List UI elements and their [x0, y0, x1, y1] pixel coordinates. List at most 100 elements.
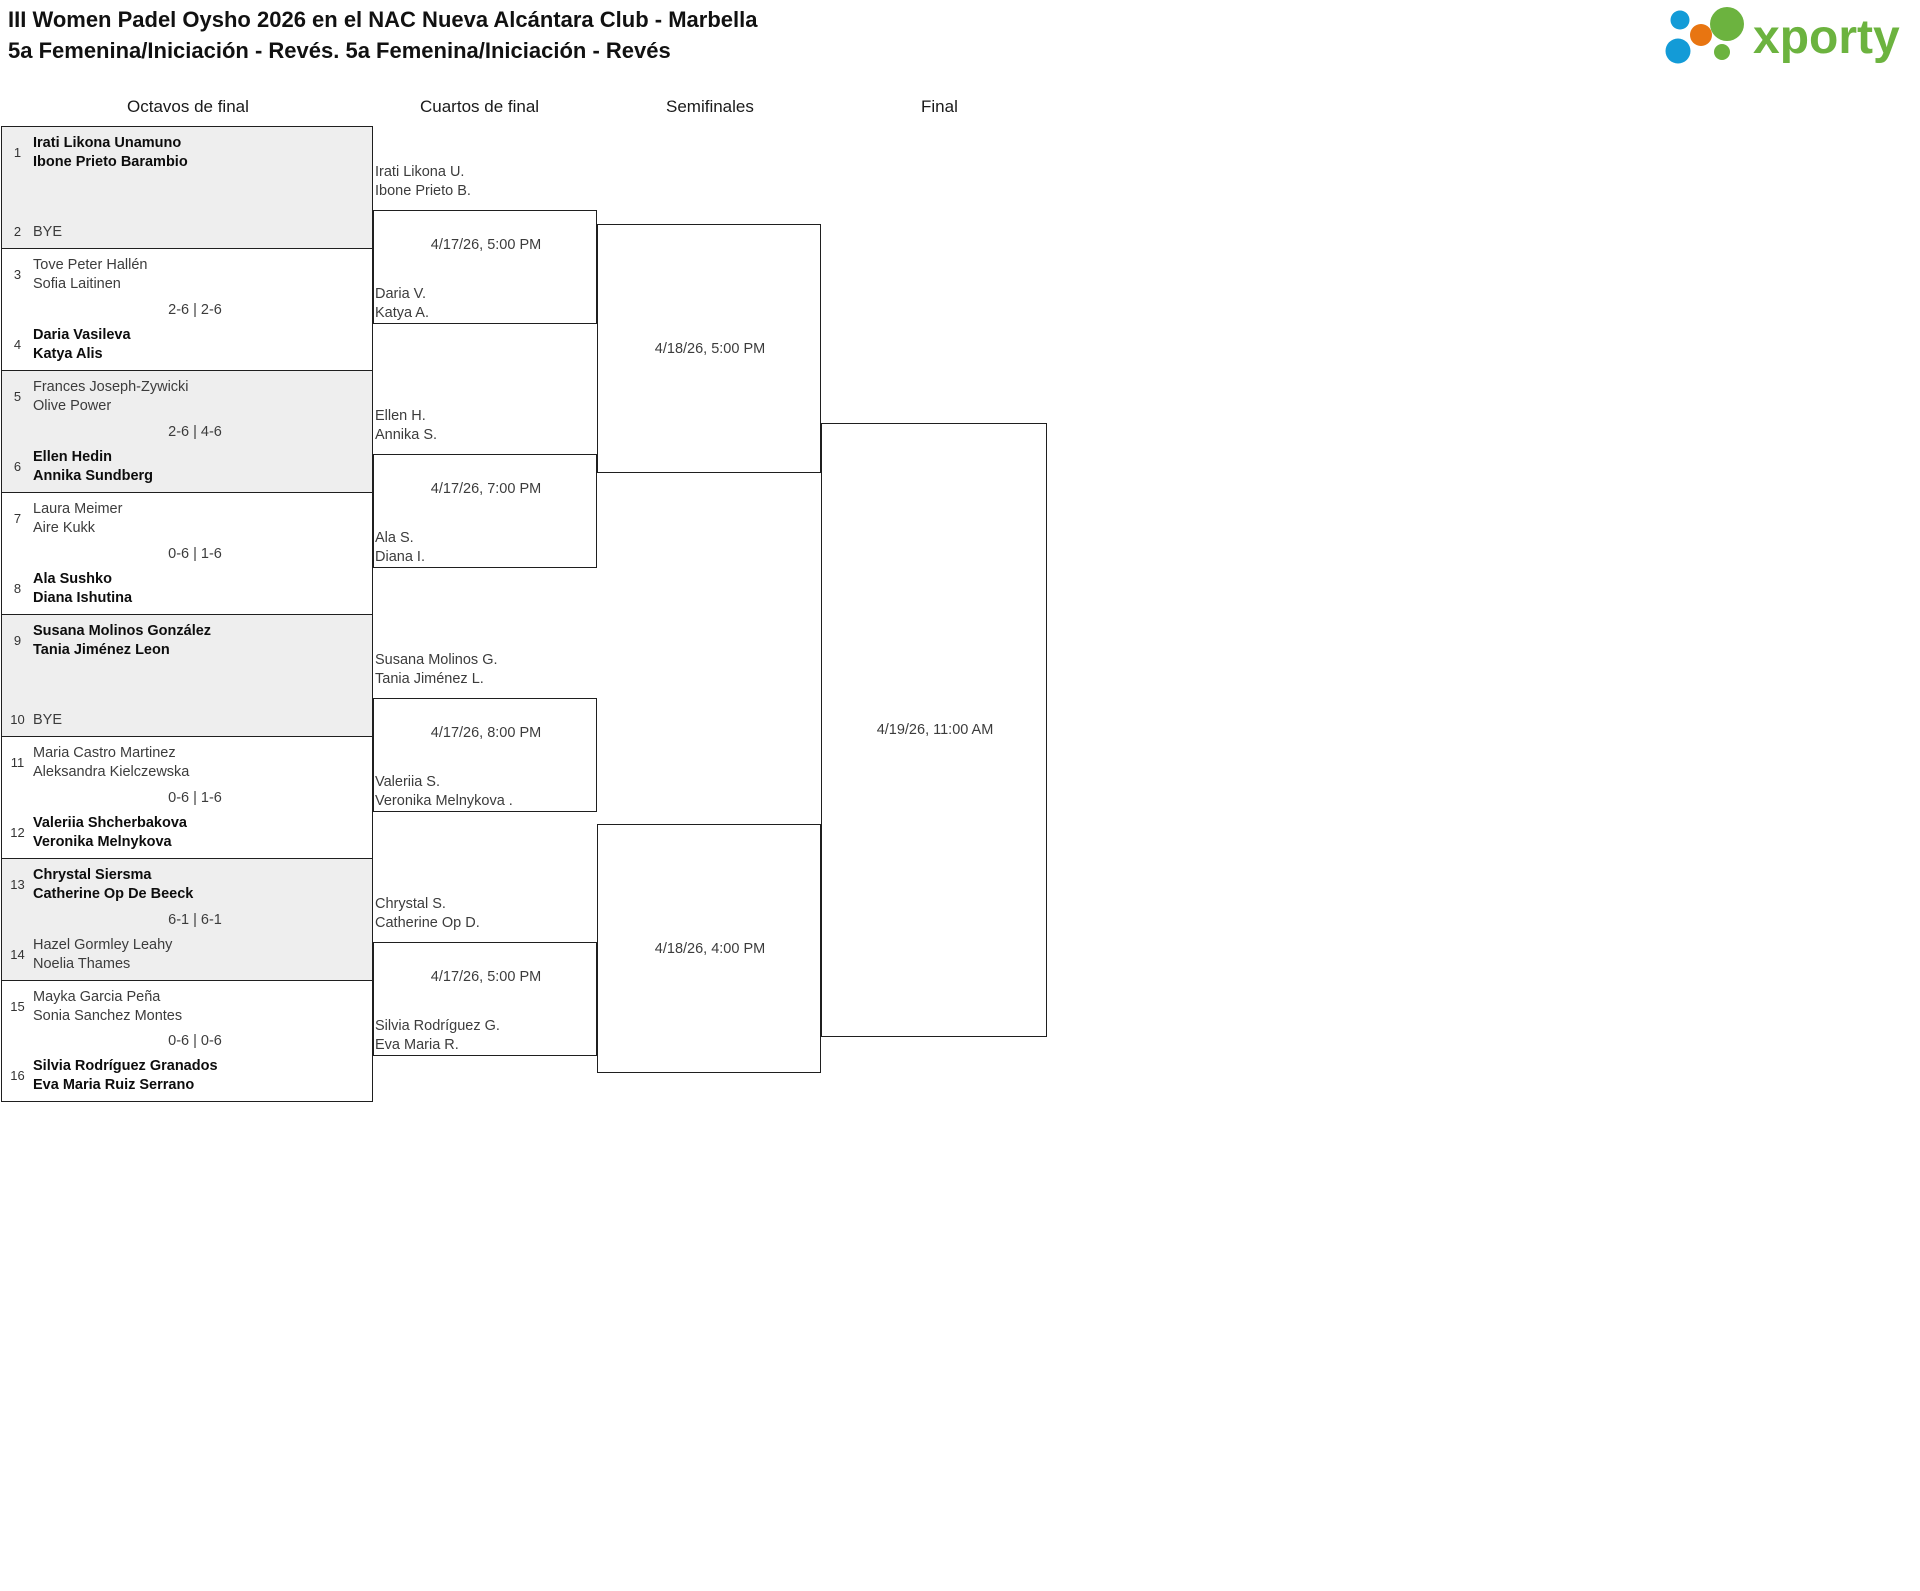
player-name: Tove Peter Hallén [33, 257, 148, 273]
logo-wordmark: xporty [1753, 11, 1900, 64]
player-name: Olive Power [33, 397, 112, 414]
player-name: Diana Ishutina [33, 589, 133, 606]
match-score: 6-1 | 6-1 [168, 911, 222, 928]
logo-dots-icon [1665, 7, 1744, 64]
player-name: Chrystal Siersma [33, 867, 152, 883]
player-name: Annika S. [375, 426, 438, 443]
qf-date-label: 4/17/26, 7:00 PM [430, 481, 542, 497]
seed-number: 6 [13, 459, 22, 474]
logo-dot-green-small-icon [1714, 44, 1730, 60]
qf-match-box-1[interactable]: 4/17/26, 5:00 PM [373, 210, 597, 324]
seed-number: 15 [10, 999, 25, 1014]
logo-dot-blue-small-icon [1670, 10, 1690, 30]
xporty-logo[interactable]: xporty [1656, 4, 1906, 66]
sf-match-box-2[interactable]: 4/18/26, 4:00 PM [597, 824, 821, 1073]
qf-team-top: Irati Likona U. Ibone Prieto B. [375, 163, 471, 200]
player-name: Aleksandra Kielczewska [33, 763, 190, 780]
qf-date-label: 4/17/26, 5:00 PM [430, 237, 542, 253]
logo-dot-blue-large-icon [1665, 38, 1691, 64]
player-name: Valeriia S. [375, 774, 441, 790]
player-name: Aire Kukk [33, 519, 96, 536]
logo-dot-orange-icon [1690, 24, 1712, 46]
seed-number: 2 [13, 224, 22, 240]
player-name: Mayka Garcia Peña [33, 989, 161, 1005]
player-name: Ibone Prieto B. [375, 182, 471, 199]
qf-match-box-4[interactable]: 4/17/26, 5:00 PM [373, 942, 597, 1056]
player-name: Katya A. [375, 304, 430, 321]
seed-number: 11 [10, 755, 25, 770]
final-match-box[interactable]: 4/19/26, 11:00 AM [821, 423, 1047, 1037]
qf-team-top: Chrystal S.Catherine Op D. [375, 895, 480, 932]
qf-match-box-2[interactable]: 4/17/26, 7:00 PM [373, 454, 597, 568]
match-score: 0-6 | 1-6 [168, 545, 222, 562]
player-name: Diana I. [375, 548, 425, 565]
player-name: Laura Meimer [33, 501, 123, 517]
player-name: BYE [33, 223, 63, 240]
bye-label: BYE [33, 223, 62, 242]
player-name: Annika Sundberg [33, 467, 154, 484]
qf-team-bottom: Silvia Rodríguez G.Eva Maria R. [375, 1017, 500, 1054]
player-name: Veronika Melnykova [33, 833, 172, 850]
qf-team-bottom: Ala S.Diana I. [375, 529, 425, 566]
player-name: Catherine Op De Beeck [33, 885, 194, 902]
seed-number: 7 [13, 511, 22, 526]
player-name: Sofia Laitinen [33, 275, 121, 292]
player-name: Ellen Hedin [33, 449, 112, 465]
player-name: Susana Molinos González [33, 623, 212, 639]
round-header-semifinales: Semifinales [666, 97, 754, 116]
seed-number: 13 [10, 877, 25, 892]
qf-team-bottom: Valeriia S. Veronika Melnykova . [375, 773, 513, 810]
player-name: Daria V. [375, 286, 427, 302]
player-name: Chrystal S. [375, 896, 446, 912]
sf-match-box-1[interactable]: 4/18/26, 5:00 PM [597, 224, 821, 473]
seed-number: 3 [13, 267, 22, 282]
qf-team-top: Ellen H.Annika S. [375, 407, 437, 444]
qf-date-label: 4/17/26, 8:00 PM [430, 725, 542, 741]
player-name: Ala Sushko [33, 571, 112, 587]
match-score: 0-6 | 1-6 [168, 789, 222, 806]
match-score: 2-6 | 2-6 [168, 301, 222, 318]
player-name: Hazel Gormley Leahy [33, 937, 173, 953]
page-header: III Women Padel Oysho 2026 en el NAC Nue… [0, 0, 1920, 72]
seed-number: 12 [10, 825, 25, 840]
qf-match-box-3[interactable]: 4/17/26, 8:00 PM [373, 698, 597, 812]
player-name: Sonia Sanchez Montes [33, 1007, 183, 1024]
round-header-cuartos: Cuartos de final [420, 97, 540, 116]
seed-number: 16 [10, 1068, 25, 1083]
seed-number: 10 [10, 712, 25, 728]
player-name: Irati Likona U. [375, 164, 465, 180]
player-name: Veronika Melnykova . [375, 792, 513, 809]
match-score: 0-6 | 0-6 [168, 1033, 222, 1049]
player-name: Valeriia Shcherbakova [33, 815, 187, 831]
player-name: Susana Molinos G. [375, 652, 498, 668]
qf-date-label: 4/17/26, 5:00 PM [430, 969, 542, 985]
player-name: Tania Jiménez L. [375, 670, 484, 687]
final-date-label: 4/19/26, 11:00 AM [876, 722, 994, 738]
seed-number: 14 [10, 947, 25, 962]
bye-label: BYE [33, 711, 62, 730]
player-name: BYE [33, 711, 63, 728]
logo-dot-green-large-icon [1710, 7, 1744, 41]
